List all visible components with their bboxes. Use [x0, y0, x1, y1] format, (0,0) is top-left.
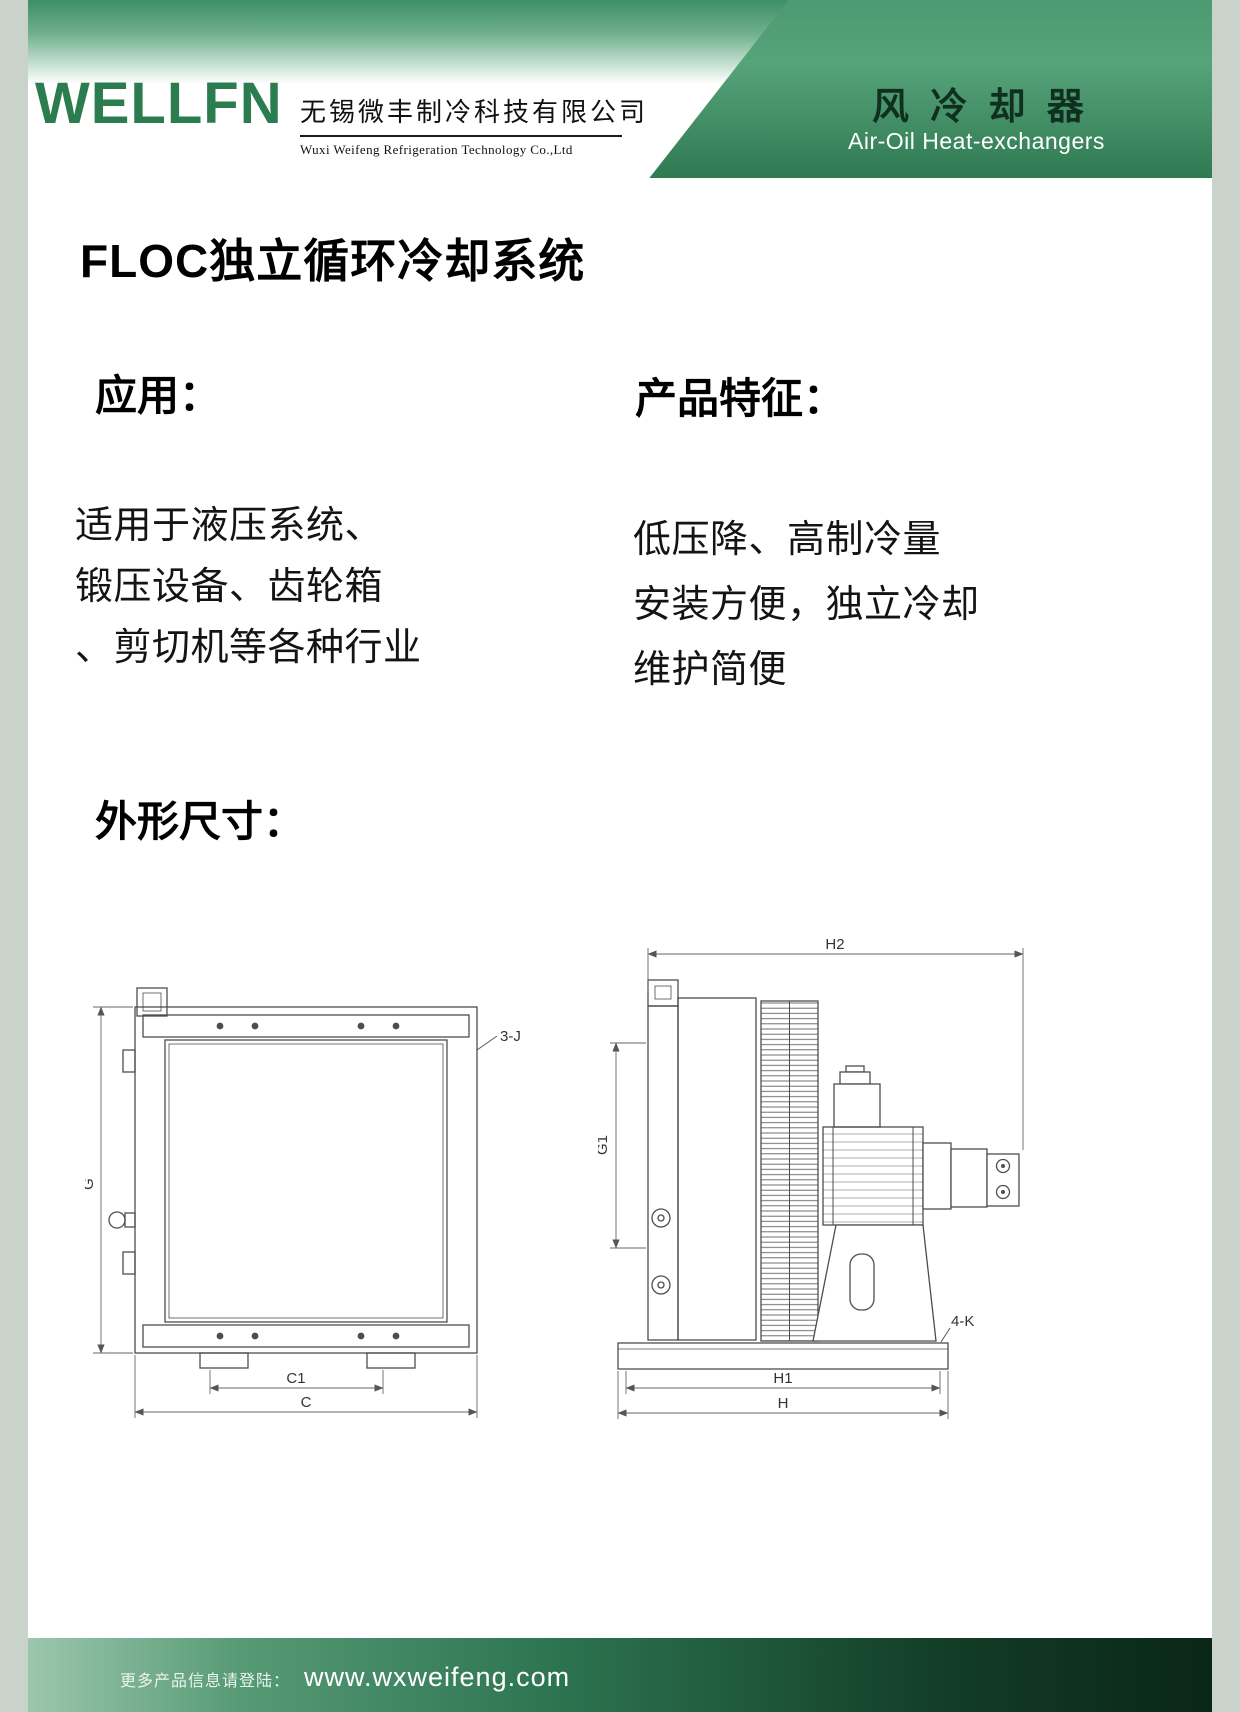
banner-title-en: Air-Oil Heat-exchangers: [848, 128, 1105, 154]
application-heading: 应用：: [95, 372, 222, 419]
side-dim-h2: [647, 948, 1024, 1150]
front-leader-3j: [476, 1035, 498, 1051]
dim-label-c: C: [301, 1394, 312, 1411]
side-fan-grille: [760, 1000, 819, 1342]
side-tank: [647, 979, 757, 1341]
dim-label-h1: H1: [773, 1370, 792, 1387]
right-page-border: [1212, 0, 1240, 1712]
dim-label-h2: H2: [825, 938, 844, 953]
application-line-2: 锻压设备、齿轮箱: [75, 566, 384, 608]
header: 风 冷 却 器 Air-Oil Heat-exchangers WELLFN 无…: [28, 0, 1212, 178]
front-view-drawing: 3-J G C1 C: [85, 987, 521, 1418]
application-line-1: 适用于液压系统、: [75, 505, 384, 547]
dim-label-g: G: [85, 1178, 97, 1190]
company-logo: WELLFN: [35, 71, 283, 136]
features-line-1: 低压降、高制冷量: [633, 519, 942, 561]
features-text: 低压降、高制冷量 安装方便，独立冷却 维护简便: [633, 508, 980, 703]
dim-label-4k: 4-K: [951, 1313, 974, 1330]
side-dim-g1: [610, 1042, 646, 1249]
left-page-border: [0, 0, 28, 1712]
application-line-3: 、剪切机等各种行业: [75, 627, 422, 669]
side-pump: [922, 1142, 1020, 1210]
side-dim-h: [617, 1371, 949, 1419]
dim-label-3j: 3-J: [500, 1028, 521, 1045]
company-name-cn: 无锡微丰制冷科技有限公司: [300, 98, 649, 127]
dim-label-g1: G1: [598, 1135, 611, 1155]
company-name-divider: [300, 135, 622, 137]
front-dim-c1: [209, 1370, 384, 1394]
features-heading: 产品特征：: [635, 375, 846, 422]
front-frame: [108, 987, 478, 1369]
side-stand-and-base: [617, 1224, 949, 1370]
footer: 更多产品信息请登陆： www.wxweifeng.com: [28, 1638, 1212, 1712]
dim-label-h: H: [778, 1395, 789, 1412]
side-leader-4k: [940, 1327, 951, 1343]
footer-url: www.wxweifeng.com: [304, 1662, 571, 1692]
footer-prompt: 更多产品信息请登陆：: [120, 1673, 291, 1690]
page-title: FLOC独立循环冷却系统: [80, 235, 586, 287]
front-bolts: [216, 1022, 400, 1340]
front-dim-g: [93, 1006, 133, 1354]
dim-label-c1: C1: [286, 1370, 305, 1387]
company-name-en: Wuxi Weifeng Refrigeration Technology Co…: [300, 142, 573, 157]
features-line-2: 安装方便，独立冷却: [633, 584, 980, 626]
front-dim-c: [134, 1355, 478, 1418]
banner-title-cn: 风 冷 却 器: [872, 87, 1090, 128]
side-motor: [822, 1065, 924, 1226]
dimensions-heading: 外形尺寸：: [95, 798, 306, 845]
company-name-block: 无锡微丰制冷科技有限公司 Wuxi Weifeng Refrigeration …: [300, 92, 649, 158]
application-text: 适用于液压系统、 锻压设备、齿轮箱 、剪切机等各种行业: [75, 496, 422, 679]
features-line-3: 维护简便: [633, 649, 788, 691]
side-dim-h1: [625, 1371, 941, 1394]
side-view-drawing: 4-K H2 G1 H1 H: [598, 938, 1024, 1419]
